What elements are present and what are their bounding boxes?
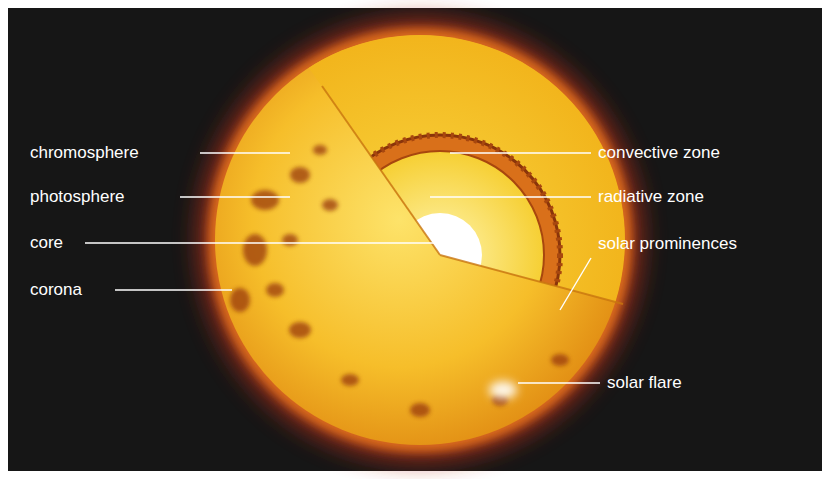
photosphere-surface — [215, 35, 625, 445]
convective-zone-band — [215, 35, 625, 445]
part-label: convective zone — [598, 143, 720, 163]
cut-edges — [322, 86, 623, 304]
cutaway — [215, 35, 625, 445]
corona-glow — [198, 18, 642, 462]
leader-lines — [85, 153, 600, 383]
part-label: solar flare — [607, 373, 682, 393]
part-label: solar prominences — [598, 234, 737, 254]
chromosphere-glow — [208, 28, 632, 452]
part-label: chromosphere — [30, 143, 139, 163]
solar-flare-burst — [489, 381, 517, 399]
part-label: radiative zone — [598, 187, 704, 207]
part-label: core — [30, 233, 63, 253]
sunspots — [230, 145, 569, 417]
background — [8, 8, 822, 471]
part-label: photosphere — [30, 187, 125, 207]
part-label: corona — [30, 280, 82, 300]
